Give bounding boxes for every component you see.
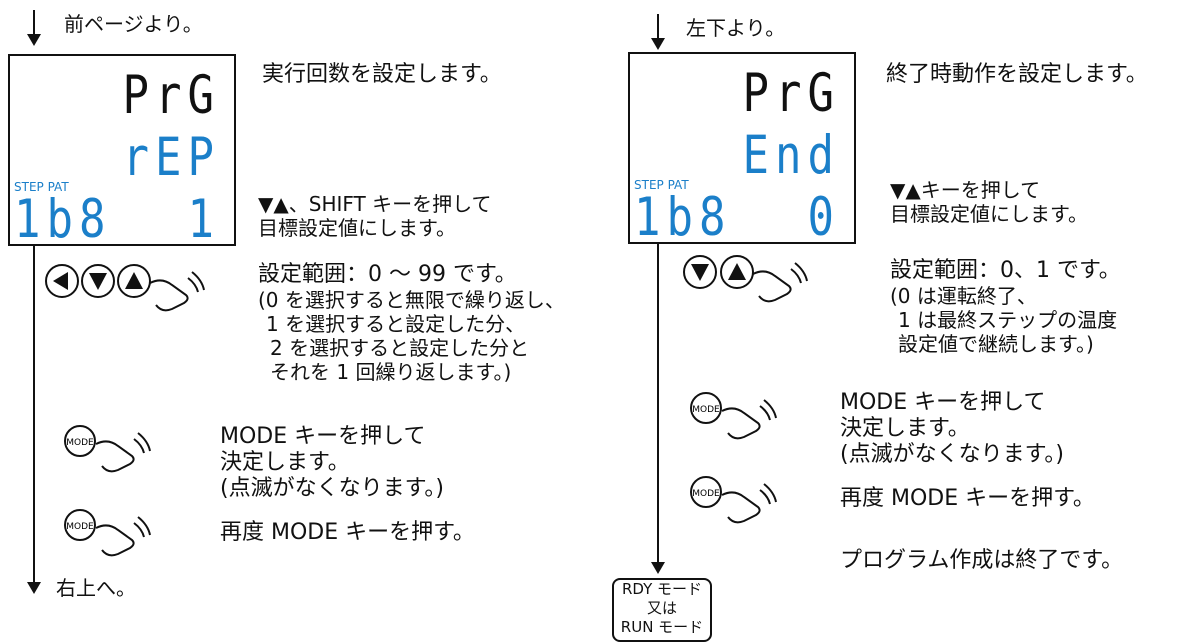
up-triangle-key-icon — [117, 264, 151, 298]
range-line: (0 を選択すると無限で繰り返し、 — [258, 288, 565, 312]
lcd-value-readout: 0 — [807, 187, 840, 249]
down-triangle-key-icon — [683, 255, 717, 289]
instruction-line: 目標設定値にします。 — [890, 202, 1088, 226]
instruction-line: ▼▲キーを押して — [890, 178, 1041, 202]
range-line: それを 1 回繰り返します。) — [270, 360, 512, 384]
mode-key-icon: MODE — [690, 476, 722, 508]
mode-again-text: 再度 MODE キーを押す。 — [220, 520, 475, 545]
instruction-block: ▼▲、SHIFT キーを押して 目標設定値にします。 — [258, 192, 492, 240]
range-block: 設定範囲：0、1 です。 (0 は運転終了、 1 は最終ステップの温度 設定値で… — [890, 258, 1121, 356]
end-text: プログラム作成は終了です。 — [840, 548, 1124, 573]
svg-text:MODE: MODE — [66, 522, 94, 532]
mode-confirm-block: MODE キーを押して 決定します。 (点滅がなくなります。) — [840, 390, 1064, 468]
range-line: 設定値で継続します。) — [898, 332, 1094, 356]
lcd-top-readout: PrG — [742, 63, 840, 125]
range-line: 1 は最終ステップの温度 — [898, 308, 1118, 332]
mode-confirm-line: (点滅がなくなります。) — [840, 442, 1064, 467]
left-triangle-key-icon — [45, 264, 79, 298]
mode-key-icon: MODE — [64, 509, 96, 541]
rdy-run-mode-box: RDY モード 又は RUN モード — [612, 578, 712, 642]
section-title: 終了時動作を設定します。 — [886, 62, 1148, 87]
rdy-box-line: RUN モード — [620, 618, 704, 636]
arrow-down-icon — [27, 34, 41, 46]
pressing-finger-icon — [95, 516, 151, 557]
lcd-top-readout: PrG — [122, 65, 220, 127]
section-title: 実行回数を設定します。 — [262, 62, 502, 87]
range-line: 1 を選択すると設定した分、 — [266, 312, 526, 336]
step-pat-label: STEP PAT — [634, 178, 689, 192]
instruction-block: ▼▲キーを押して 目標設定値にします。 — [890, 178, 1088, 226]
lcd-mid-readout: rEP — [122, 127, 220, 189]
mode-confirm-line: (点滅がなくなります。) — [220, 476, 444, 501]
pressing-finger-icon — [721, 399, 777, 440]
range-line: 設定範囲：0、1 です。 — [890, 258, 1121, 283]
rdy-box-line: 又は — [646, 599, 677, 617]
lcd-display: PrG rEP STEP PAT 1b8 1 — [8, 54, 236, 246]
mode-key-icon: MODE — [690, 392, 722, 424]
mode-confirm-line: MODE キーを押して — [840, 390, 1046, 415]
from-label: 左下より。 — [686, 16, 786, 40]
up-triangle-key-icon — [720, 255, 754, 289]
svg-text:MODE: MODE — [692, 405, 720, 415]
pressing-finger-icon — [95, 432, 151, 473]
mode-confirm-block: MODE キーを押して 決定します。 (点滅がなくなります。) — [220, 424, 444, 502]
arrow-down-icon — [651, 562, 665, 574]
svg-text:MODE: MODE — [66, 438, 94, 448]
from-label: 前ページより。 — [64, 12, 203, 36]
lcd-step-readout: 1b8 — [14, 189, 112, 251]
mode-confirm-line: 決定します。 — [220, 450, 350, 475]
arrow-down-icon — [27, 582, 41, 594]
mode-key-icon: MODE — [64, 425, 96, 457]
range-line: (0 は運転終了、 — [890, 284, 1037, 308]
range-line: 2 を選択すると設定した分と — [270, 336, 530, 360]
pressing-finger-icon — [149, 271, 205, 312]
svg-text:MODE: MODE — [692, 489, 720, 499]
to-label: 右上へ。 — [56, 576, 136, 600]
pressing-finger-icon — [752, 262, 808, 303]
instruction-line: 目標設定値にします。 — [258, 216, 456, 240]
lcd-value-readout: 1 — [187, 189, 220, 251]
arrow-down-icon — [651, 38, 665, 50]
down-triangle-key-icon — [81, 264, 115, 298]
lcd-mid-readout: End — [742, 125, 840, 187]
range-line: 設定範囲：0 〜 99 です。 — [258, 262, 517, 287]
rdy-box-line: RDY モード — [621, 580, 703, 598]
range-block: 設定範囲：0 〜 99 です。 (0 を選択すると無限で繰り返し、 1 を選択す… — [258, 262, 565, 384]
mode-again-text: 再度 MODE キーを押す。 — [840, 486, 1095, 511]
pressing-finger-icon — [721, 483, 777, 524]
mode-confirm-line: MODE キーを押して — [220, 424, 426, 449]
lcd-step-readout: 1b8 — [634, 187, 732, 249]
instruction-line: ▼▲、SHIFT キーを押して — [258, 192, 492, 216]
lcd-display: PrG End STEP PAT 1b8 0 — [628, 52, 856, 244]
mode-confirm-line: 決定します。 — [840, 416, 970, 441]
step-pat-label: STEP PAT — [14, 180, 69, 194]
